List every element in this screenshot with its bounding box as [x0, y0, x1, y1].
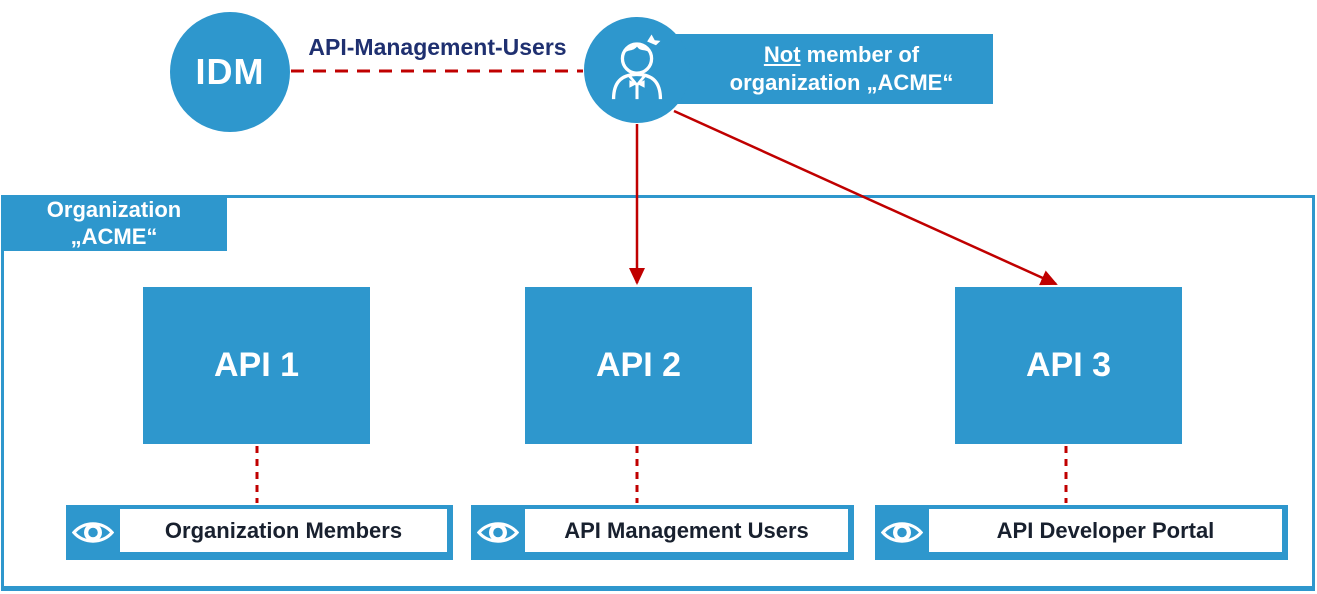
api-3-label: API 3	[1025, 346, 1112, 384]
visibility-text: Organization Members	[120, 509, 447, 552]
idm-label: IDM	[195, 51, 265, 92]
visibility-eye-icon	[471, 505, 525, 560]
visibility-text: API Management Users	[525, 509, 848, 552]
idm-user-link-label: API-Management-Users	[308, 34, 567, 60]
organization-acme-tab: Organization „ACME“	[1, 195, 227, 251]
visibility-text: API Developer Portal	[929, 509, 1282, 552]
idm-node: IDM	[170, 12, 290, 132]
not-member-line2: organization „ACME“	[729, 70, 954, 95]
organization-label-line2: „ACME“	[70, 224, 158, 249]
api-1-node: API 1	[143, 287, 370, 444]
visibility-label-organization-members: Organization Members	[66, 505, 453, 560]
visibility-label-api-management-users: API Management Users	[471, 505, 854, 560]
visibility-eye-icon	[66, 505, 120, 560]
user-node	[584, 17, 690, 123]
organization-label-line1: Organization	[46, 197, 182, 222]
visibility-label-api-developer-portal: API Developer Portal	[875, 505, 1288, 560]
api-2-label: API 2	[595, 346, 682, 384]
api-3-node: API 3	[955, 287, 1182, 444]
not-member-line1: Not member of	[763, 42, 920, 67]
not-member-badge: Not member of organization „ACME“	[660, 34, 993, 104]
api-1-label: API 1	[213, 346, 300, 384]
visibility-eye-icon	[875, 505, 929, 560]
api-2-node: API 2	[525, 287, 752, 444]
user-icon	[611, 34, 663, 100]
organization-acme-container	[1, 195, 1315, 591]
